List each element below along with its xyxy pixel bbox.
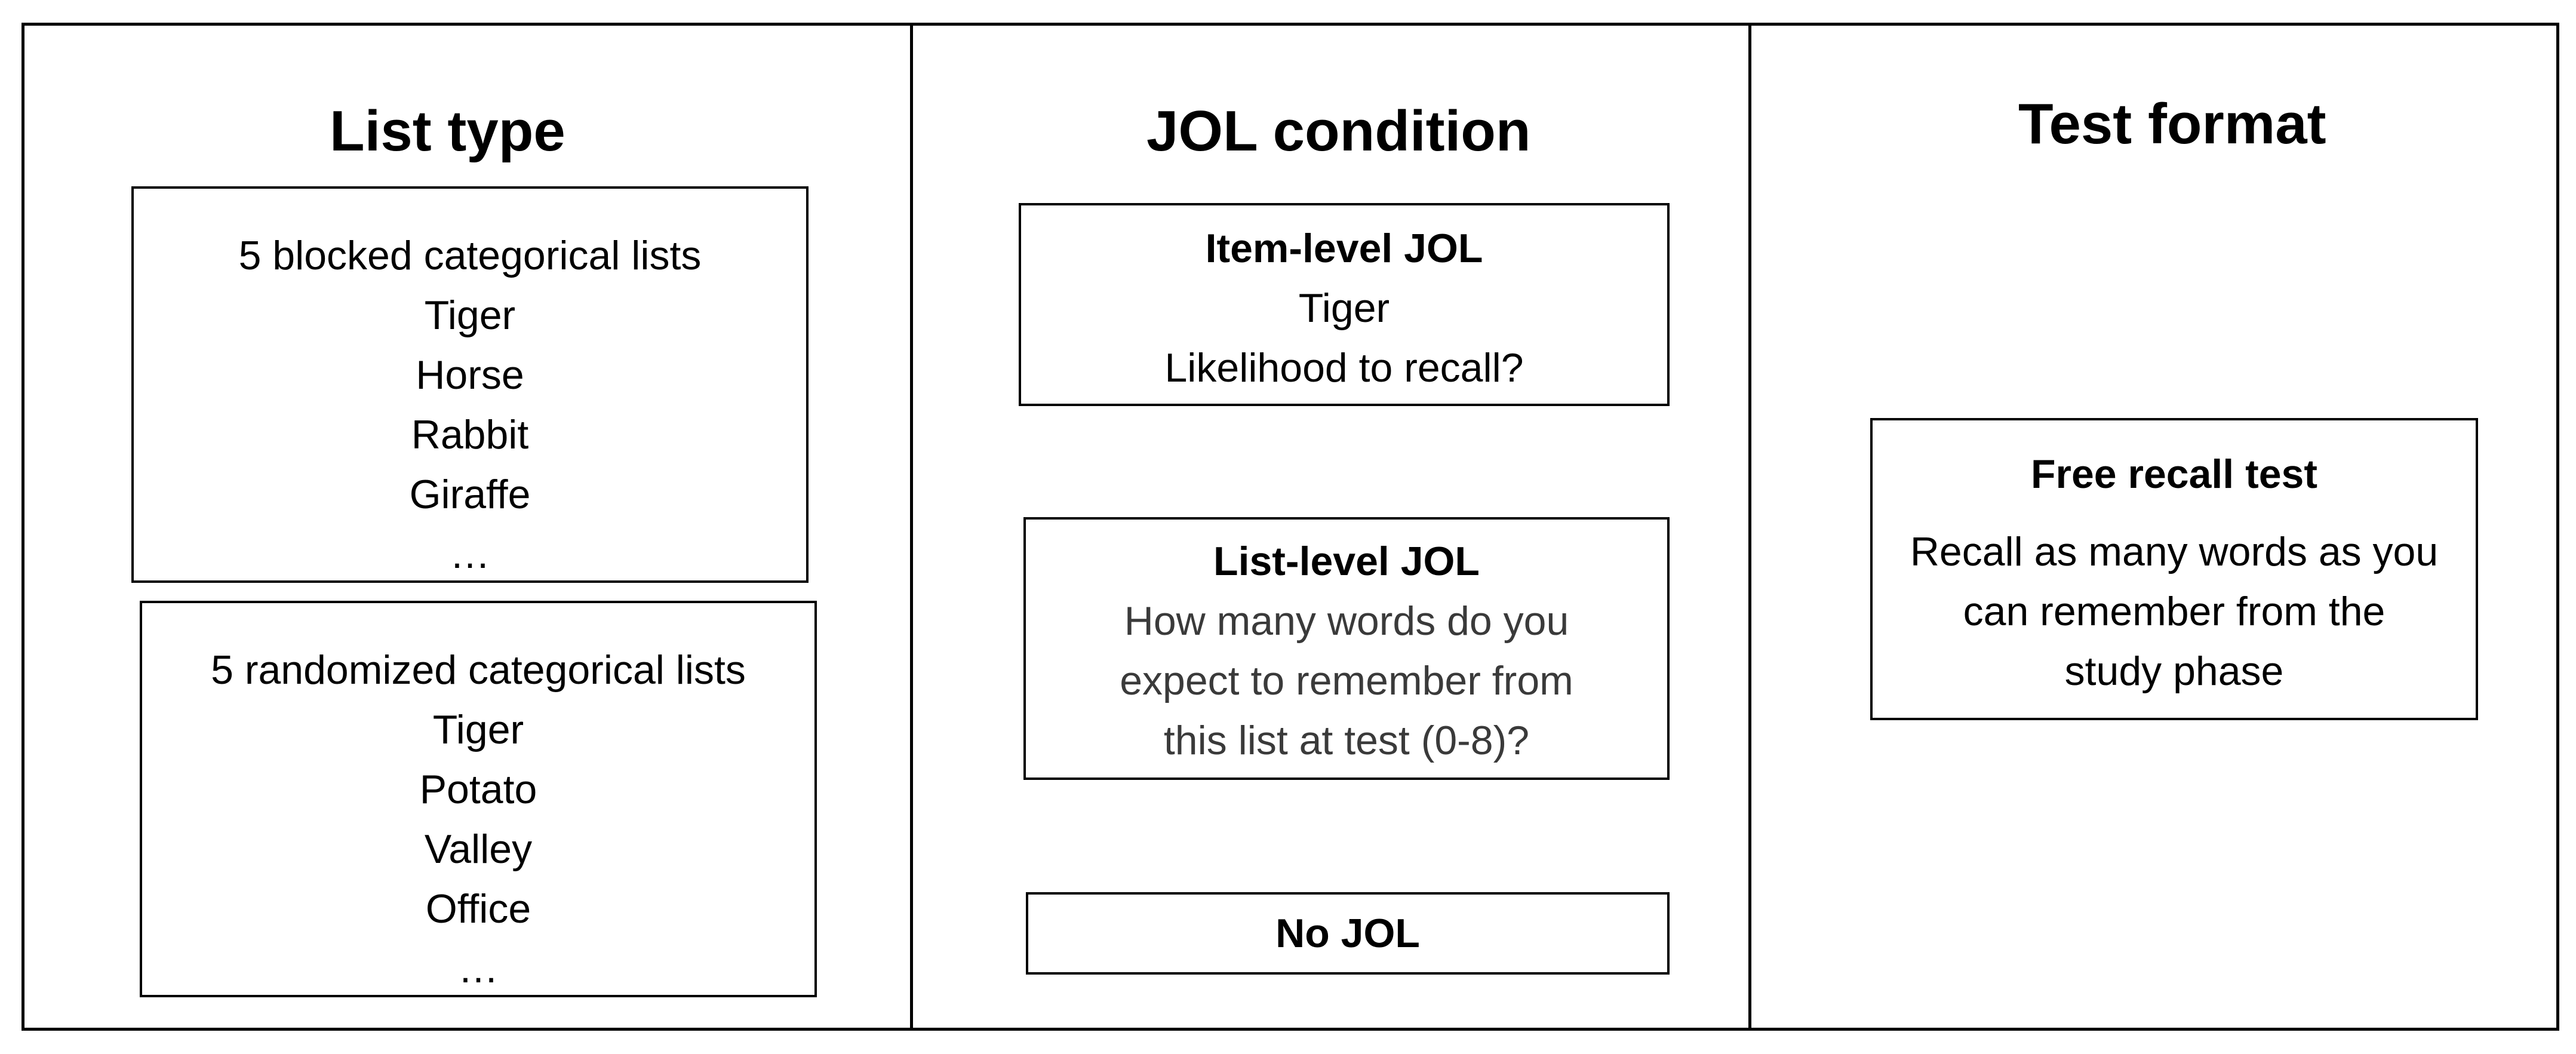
list-item: Valley: [424, 826, 533, 872]
list-item: Tiger: [424, 293, 516, 338]
jol-condition-title: JOL condition: [1146, 99, 1531, 163]
list-item: Giraffe: [409, 472, 531, 517]
list-level-jol-heading: List-level JOL: [1213, 539, 1480, 584]
no-jol-heading: No JOL: [1275, 911, 1420, 956]
item-level-jol-line: Likelihood to recall?: [1164, 345, 1524, 391]
free-recall-line: Recall as many words as you: [1910, 529, 2439, 574]
no-jol-box: No JOL: [1026, 892, 1670, 975]
diagram-frame: [21, 23, 2559, 1031]
list-level-jol-line: expect to remember from: [1120, 658, 1573, 703]
free-recall-heading: Free recall test: [2030, 451, 2318, 497]
list-level-jol-box: List-level JOL How many words do you exp…: [1023, 517, 1670, 780]
free-recall-line: study phase: [2064, 649, 2284, 694]
item-level-jol-box: Item-level JOL Tiger Likelihood to recal…: [1019, 203, 1670, 406]
column-divider: [910, 23, 913, 1031]
list-level-jol-line: How many words do you: [1124, 598, 1569, 644]
item-level-jol-heading: Item-level JOL: [1205, 226, 1483, 271]
list-item: Rabbit: [411, 412, 529, 457]
item-level-jol-line: Tiger: [1298, 285, 1390, 331]
list-type-title: List type: [330, 99, 565, 163]
list-item: Potato: [419, 767, 537, 812]
list-item: …: [450, 531, 490, 577]
list-level-jol-line: this list at test (0-8)?: [1163, 718, 1530, 763]
column-divider: [1748, 23, 1751, 1031]
test-format-title: Test format: [2018, 92, 2326, 156]
list-item: Office: [425, 886, 531, 932]
blocked-lists-box: 5 blocked categorical lists Tiger Horse …: [131, 186, 809, 583]
blocked-lists-title: 5 blocked categorical lists: [238, 233, 702, 278]
free-recall-box: Free recall test Recall as many words as…: [1870, 418, 2478, 720]
randomized-lists-title: 5 randomized categorical lists: [211, 647, 746, 693]
list-item: …: [458, 946, 499, 991]
free-recall-line: can remember from the: [1963, 589, 2386, 634]
list-item: Tiger: [432, 707, 524, 752]
randomized-lists-box: 5 randomized categorical lists Tiger Pot…: [140, 601, 817, 997]
list-item: Horse: [416, 352, 524, 398]
